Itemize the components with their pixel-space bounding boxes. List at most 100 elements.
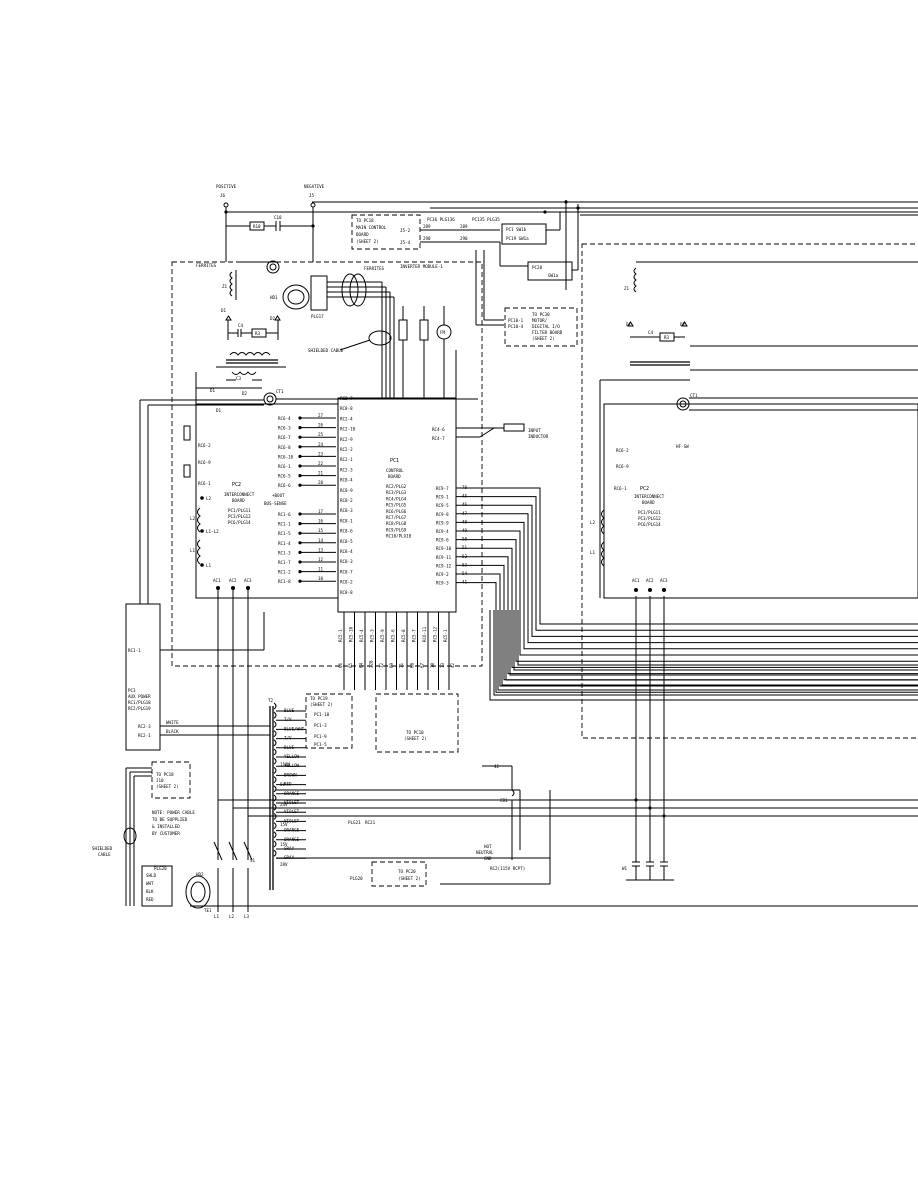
d1-bridge-label: D1 <box>210 388 216 393</box>
ac1-label: AC1 <box>213 578 221 583</box>
pc1-plug: RC9/PLG9 <box>386 527 407 532</box>
svg-text:PC1/PLG11: PC1/PLG11 <box>638 510 661 515</box>
rc6-9-label: RC6-9 <box>198 460 211 465</box>
svg-text:BOARD: BOARD <box>388 474 401 479</box>
c10-label: C10 <box>274 215 282 220</box>
white-label: WHITE <box>166 720 179 725</box>
w1-label: W1 <box>622 866 628 871</box>
pc10-4-label: PC10-4 <box>508 324 524 329</box>
l2-terminal: L2 <box>229 914 235 919</box>
svg-text:INDUCTOR: INDUCTOR <box>528 434 549 439</box>
coil-segment <box>273 702 277 710</box>
pc2-right-pin: RC2-1 <box>340 457 353 462</box>
t2-voltage: 28V <box>280 862 288 867</box>
output-route <box>456 487 918 625</box>
l2-inductor-label: L2 <box>190 516 196 521</box>
pc1-bottom-pin: RC5-12 <box>433 626 438 642</box>
fm-label: FM <box>440 330 446 335</box>
svg-text:PC3/PLG12: PC3/PLG12 <box>638 516 661 521</box>
pc1-bottom-pin: RC6-11 <box>422 626 427 642</box>
ac2-label: AC2 <box>229 578 237 583</box>
pc2-left-pin: RC6-8 <box>278 445 291 450</box>
to-pc18-main-control: TO PC18 MAIN CONTROL BOARD (SHEET 2) J5-… <box>351 212 578 326</box>
plg80-pin: SHLD <box>146 873 157 878</box>
hd2-label: HD2 <box>196 872 204 877</box>
pc2-left-pins: RC6-427RC6-326RC6-725RC6-824RC6-1023RC6-… <box>278 413 336 584</box>
output-route <box>456 547 918 668</box>
bus-sense-label: BUS-SENSE <box>264 501 287 506</box>
ct1-label: CT1 <box>276 389 284 394</box>
pc1-right-pin: RC9-2 <box>436 572 449 577</box>
pc1-plug: RC2/PLG2 <box>386 484 407 489</box>
rc2-115v-label: RC2(115V RCPT) <box>490 866 525 871</box>
pc1-bottom-pin: RC5-4 <box>359 629 364 642</box>
pc2-right-pin: RC2-2 <box>340 447 353 452</box>
j5-4-label: J5-4 <box>400 240 411 245</box>
pc2-right-pin: RC8-9 <box>340 488 353 493</box>
pc2-title: PC2 <box>232 482 241 488</box>
output-route <box>501 610 918 686</box>
pc1-right-pin: RC9-7 <box>436 486 449 491</box>
pc135-label: PC135 PLG35 <box>472 217 500 222</box>
coil-segment <box>273 739 277 747</box>
right-rc6-1: RC6-1 <box>614 486 627 491</box>
positive-label: POSITIVE <box>216 184 237 189</box>
pc2-right-pin: RC8-6 <box>340 529 353 534</box>
pc36-label: PC36 PLG136 <box>427 217 455 222</box>
svg-text:290: 290 <box>460 236 468 241</box>
j5-2-label: J5-2 <box>400 228 411 233</box>
pc2-l1l2-label: L1-L2 <box>206 529 219 534</box>
svg-text:MOTOR/: MOTOR/ <box>532 318 548 323</box>
svg-text:SHIELDED: SHIELDED <box>92 846 113 851</box>
pc1-title: PC1 <box>390 458 399 464</box>
t2-voltage: 24V <box>280 802 288 807</box>
pc1-bottom-pin: RC5-7 <box>412 629 417 642</box>
right-inverter-module: Z1 D1 D2 C4 R3 CT1 PC2 INTERCONNECT BOAR… <box>581 243 918 739</box>
pc1-control-board: PC1 CONTROL BOARD RC2/PLG2RC3/PLG3RC4/PL… <box>337 397 549 690</box>
wire-number: 23 <box>318 451 324 456</box>
t2-voltage: 5V <box>280 782 286 787</box>
w289: 289 <box>423 224 431 229</box>
svg-text:INPUT: INPUT <box>528 428 541 433</box>
coil-segment <box>273 721 277 728</box>
svg-text:CONTROL: CONTROL <box>386 468 404 473</box>
plg21-label: PLG21 <box>348 820 361 825</box>
pc1-right-pin: RC9-3 <box>436 581 449 586</box>
wire-number: 15 <box>318 528 324 533</box>
svg-text:(SHEET 2): (SHEET 2) <box>398 876 421 881</box>
bottom-wire-number: 73 <box>440 662 445 668</box>
ground-terminal: TE1 <box>204 908 212 913</box>
ferrite-section: FERRITES Z1 HD1 D1 D2 C4 R3 D1 D2 C3 <box>195 260 310 405</box>
pc2-right-pin: RC8-8 <box>340 590 353 595</box>
pc2-right-pin: RC8-3 <box>340 508 353 513</box>
output-route <box>456 582 918 693</box>
output-route <box>456 564 918 681</box>
pc2-left-pin: RC6-6 <box>278 483 291 488</box>
pc1-plug: RC4/PLG4 <box>386 496 407 501</box>
l1-inductor-label: L1 <box>190 548 196 553</box>
t2-transformer: T2 BLUET/VBLUE/WHTT/VBLUEYELLOWYELLOWBRO… <box>268 693 459 890</box>
plg80-pin: BLK <box>146 889 154 894</box>
plg20-label: PLG20 <box>350 876 363 881</box>
pc10-1-label: PC10-1 <box>508 318 524 323</box>
output-route <box>497 610 918 691</box>
j6-label: J6 <box>220 193 226 198</box>
rc2-3-label: RC2-3 <box>138 724 151 729</box>
t2-voltage: 110V <box>280 762 291 767</box>
wire-number: 21 <box>318 471 324 476</box>
j10-label: J10 <box>156 778 164 783</box>
pc1-right-pin: RC9-4 <box>436 529 449 534</box>
pc2-left-pin: RC1-2 <box>278 570 291 575</box>
pc1-bottom-pin: RC5-10 <box>349 626 354 642</box>
right-ac1-label: AC1 <box>632 578 640 583</box>
output-route <box>489 610 918 701</box>
pc1-5: PC1-5 <box>314 742 327 747</box>
svg-text:PC6/PLG14: PC6/PLG14 <box>228 520 251 525</box>
pc2-board: BOARD <box>232 498 245 503</box>
pc2-right-pin: RC2-10 <box>340 427 356 432</box>
bottom-wire-number: 228 <box>369 660 374 668</box>
output-route <box>456 496 918 631</box>
pc1-plug: RC8/PLG8 <box>386 521 407 526</box>
ferrites-left-label: FERRITES <box>196 263 217 268</box>
